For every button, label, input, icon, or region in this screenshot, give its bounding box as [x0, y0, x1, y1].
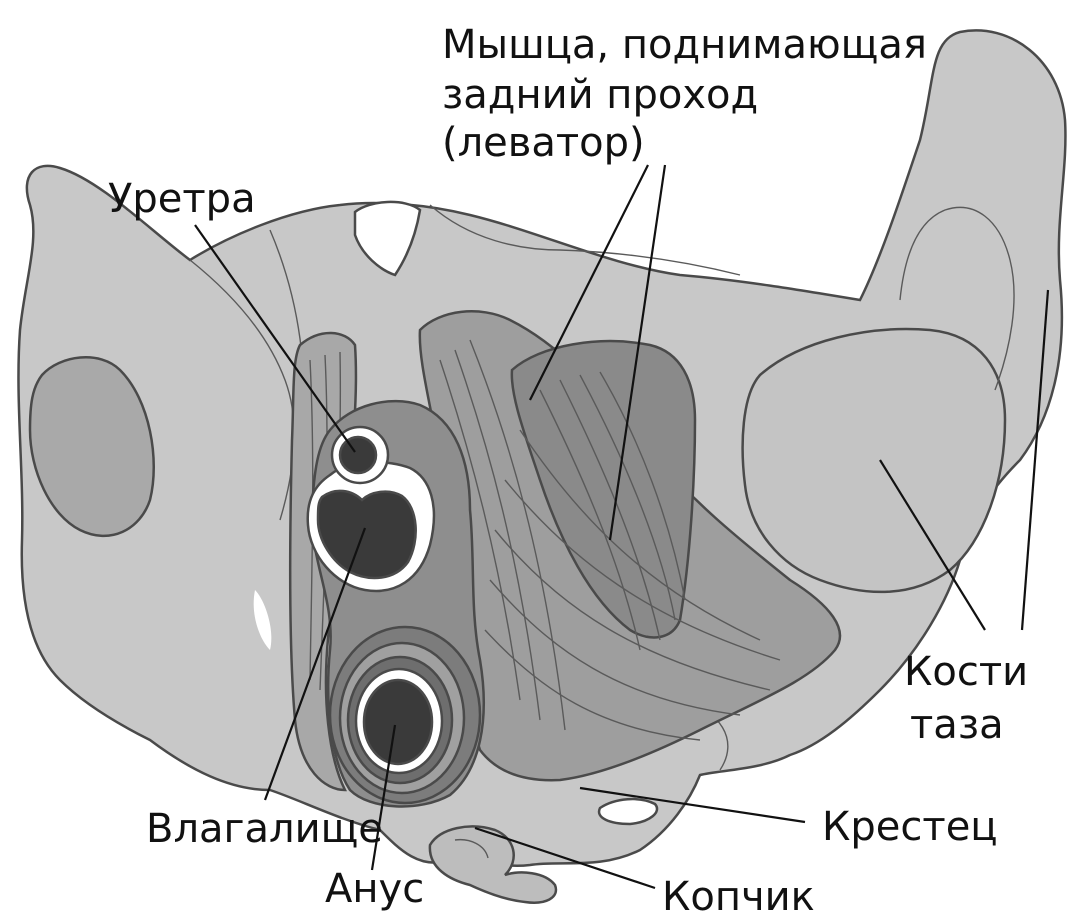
- vagina-label: Влагалище: [146, 806, 383, 852]
- sacrum-foramen: [599, 799, 657, 824]
- pelvic-bones-label-line1: Кости: [904, 649, 1028, 695]
- levator-label-line2: задний проход: [442, 72, 758, 118]
- anus-lumen: [364, 680, 432, 764]
- levator-label-line1: Мышца, поднимающая: [442, 22, 927, 68]
- anus-label: Анус: [325, 866, 424, 912]
- coccyx-label: Копчик: [662, 874, 815, 918]
- levator-label-line3: (леватор): [442, 120, 645, 166]
- pelvic-bones-label-line2: таза: [910, 702, 1004, 748]
- urethra-lumen: [340, 437, 376, 473]
- sacrum-label: Крестец: [822, 804, 998, 850]
- right-obturator-foramen: [743, 329, 1005, 592]
- canals: [308, 401, 484, 806]
- urethra-label: Уретра: [108, 176, 256, 222]
